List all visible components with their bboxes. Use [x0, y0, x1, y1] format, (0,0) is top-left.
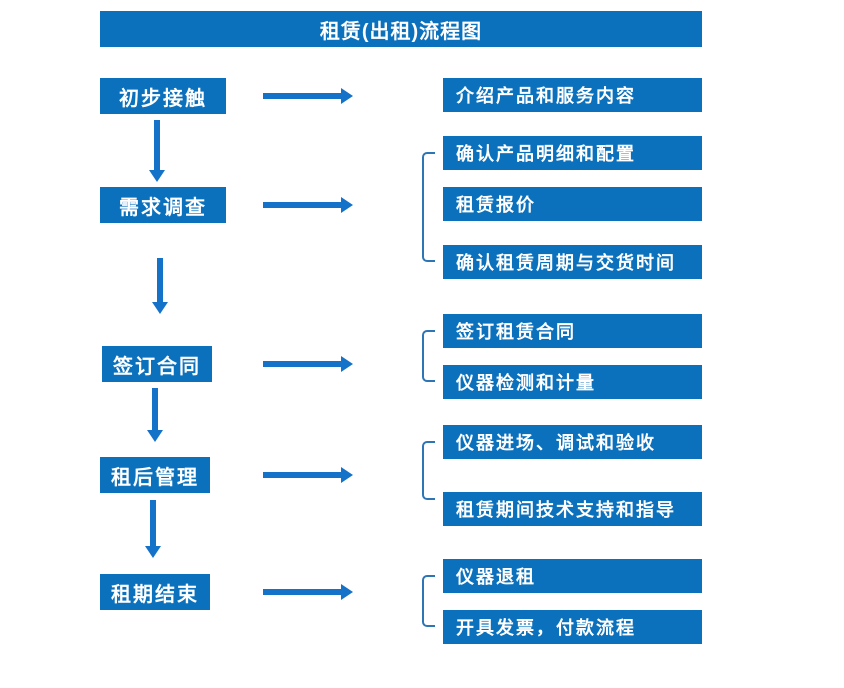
detail-box-sign-rental-contract: 签订租赁合同: [443, 314, 702, 348]
flow-arrow-right-1: [263, 88, 353, 104]
stage-box-lease-end: 租期结束: [100, 574, 210, 610]
detail-box-instrument-testing: 仪器检测和计量: [443, 365, 702, 399]
arrow-right-icon: [341, 356, 353, 372]
arrow-down-icon: [152, 302, 168, 314]
stage-box-sign-contract: 签订合同: [102, 346, 212, 382]
flow-arrow-down-4: [145, 500, 161, 558]
flow-arrow-down-1: [149, 120, 165, 182]
detail-box-invoice-payment: 开具发票，付款流程: [443, 610, 702, 644]
arrow-right-icon: [341, 88, 353, 104]
arrow-shaft: [263, 361, 342, 367]
arrow-down-icon: [145, 546, 161, 558]
group-bracket-sign-contract: [422, 330, 435, 382]
detail-box-tech-support: 租赁期间技术支持和指导: [443, 492, 702, 526]
detail-box-intro-products-services: 介绍产品和服务内容: [443, 78, 702, 112]
arrow-shaft: [157, 258, 163, 303]
arrow-right-icon: [341, 197, 353, 213]
arrow-shaft: [154, 120, 160, 171]
flow-arrow-down-2: [152, 258, 168, 314]
detail-box-rental-quote: 租赁报价: [443, 187, 702, 221]
flow-arrow-down-3: [147, 388, 163, 442]
arrow-right-icon: [341, 467, 353, 483]
arrow-down-icon: [149, 170, 165, 182]
detail-box-instrument-setup-acceptance: 仪器进场、调试和验收: [443, 425, 702, 459]
detail-box-confirm-product-details: 确认产品明细和配置: [443, 136, 702, 170]
stage-box-post-rental-management: 租后管理: [100, 457, 210, 493]
group-bracket-lease-end: [422, 575, 435, 627]
arrow-shaft: [263, 202, 342, 208]
arrow-shaft: [263, 589, 342, 595]
arrow-down-icon: [147, 430, 163, 442]
flow-arrow-right-5: [263, 584, 353, 600]
arrow-shaft: [263, 93, 342, 99]
detail-box-instrument-return: 仪器退租: [443, 559, 702, 593]
arrow-shaft: [263, 472, 342, 478]
arrow-shaft: [152, 388, 158, 431]
stage-box-initial-contact: 初步接触: [100, 78, 226, 114]
flow-arrow-right-3: [263, 356, 353, 372]
detail-box-confirm-period-delivery: 确认租赁周期与交货时间: [443, 245, 702, 279]
arrow-right-icon: [341, 584, 353, 600]
group-bracket-demand-survey: [422, 152, 435, 262]
flowchart-title: 租赁(出租)流程图: [100, 11, 702, 47]
flow-arrow-right-4: [263, 467, 353, 483]
group-bracket-post-rental: [422, 441, 435, 500]
stage-box-demand-survey: 需求调查: [100, 187, 226, 223]
arrow-shaft: [150, 500, 156, 547]
flow-arrow-right-2: [263, 197, 353, 213]
